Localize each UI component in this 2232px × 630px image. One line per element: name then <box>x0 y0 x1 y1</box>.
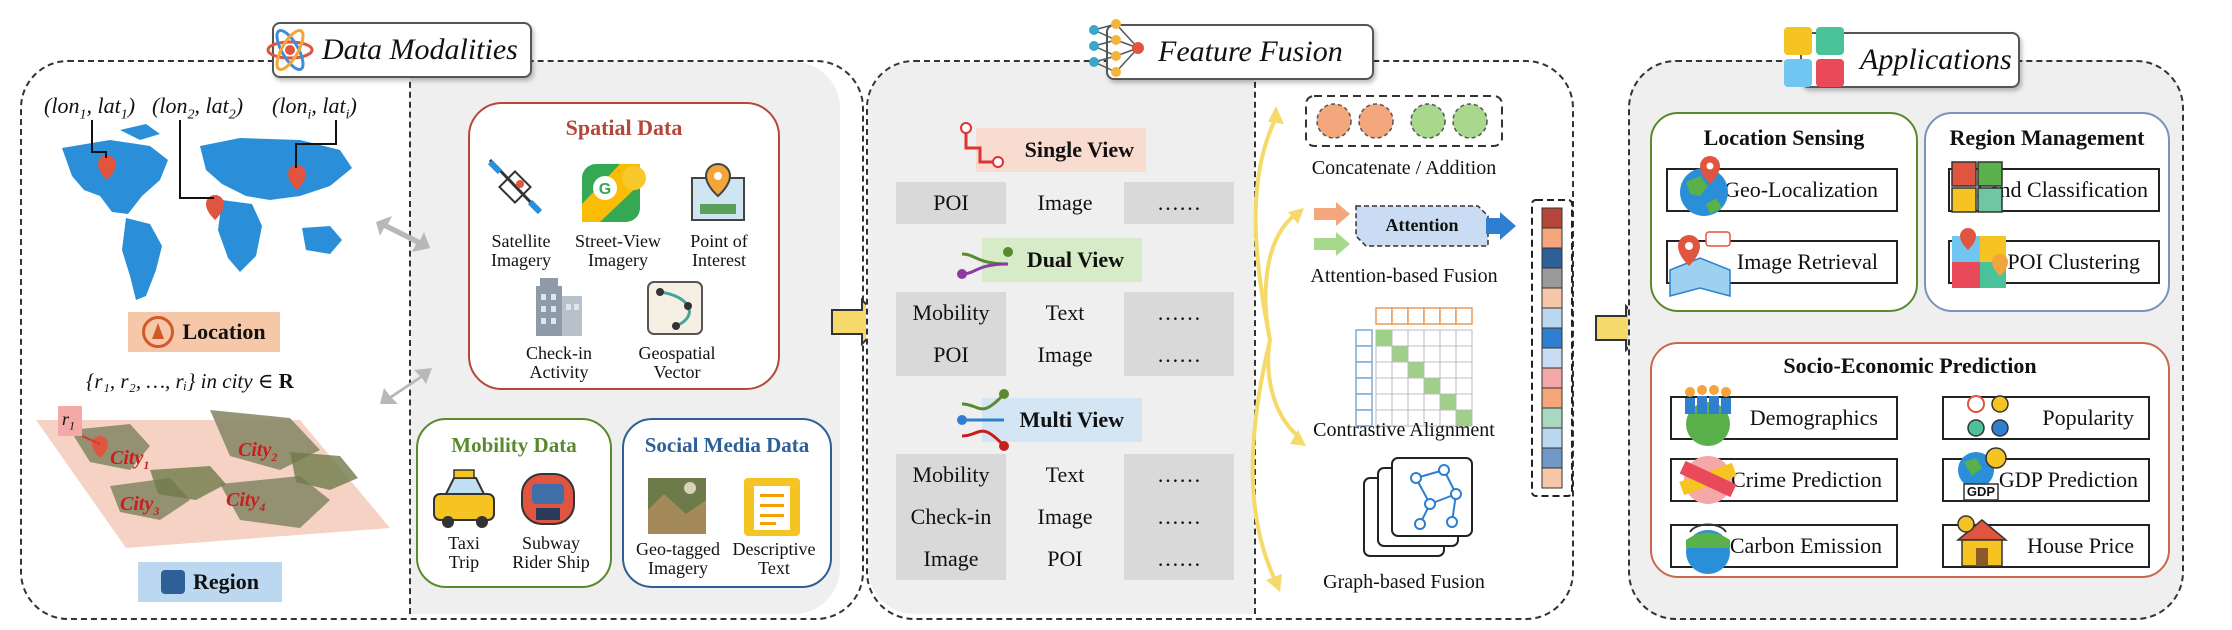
apps-grid-icon <box>1782 25 1844 87</box>
land-classification-row: Land Classification <box>1948 168 2160 212</box>
contrastive-label: Contrastive Alignment <box>1313 419 1495 441</box>
social-media-title: Social Media Data <box>644 433 810 457</box>
coord-i: (loni, lati) <box>272 93 357 123</box>
single-cell-1: Image <box>1037 190 1093 215</box>
socio-economic-title: Socio-Economic Prediction <box>1783 353 2037 378</box>
city2-label: City2 <box>238 439 278 464</box>
coord-2: (lon2, lat2) <box>152 93 244 123</box>
region-set: {r₁, r₂, …, rᵢ} in city ∈ R <box>86 369 294 393</box>
multi-cell-1-2: …… <box>1124 496 1234 538</box>
region-management-title: Region Management <box>1949 125 2145 150</box>
image-retrieval-row: Image Retrieval <box>1666 240 1898 284</box>
attention-label: Attention-based Fusion <box>1310 265 1498 287</box>
multi-cell-0-2: …… <box>1124 454 1234 496</box>
data-modalities-title: Data Modalities <box>322 33 518 66</box>
region-label: Region <box>138 562 282 602</box>
r1-label: r1 <box>62 409 76 433</box>
multi-cell-2-0: Image <box>896 538 1006 580</box>
feature-fusion-title-tab: Feature Fusion <box>1089 19 1374 80</box>
compass-icon <box>142 316 175 348</box>
location-label: Location <box>128 312 280 352</box>
city3-label: City3 <box>120 493 160 518</box>
crime-prediction-row: Crime Prediction <box>1670 458 1898 502</box>
attention-box-label: Attention <box>1385 215 1459 235</box>
multi-cell-2-2: …… <box>1124 538 1234 580</box>
graph-label: Graph-based Fusion <box>1323 571 1485 593</box>
popularity-row: Popularity <box>1942 396 2150 440</box>
city4-label: City4 <box>226 489 266 514</box>
demographics-row: Demographics <box>1670 396 1898 440</box>
dual-cell-0-2: …… <box>1124 292 1234 334</box>
concat-label: Concatenate / Addition <box>1311 157 1497 179</box>
mobility-data-title: Mobility Data <box>451 433 577 457</box>
single-cell-0: POI <box>896 182 1006 224</box>
carbon-emission-row: Carbon Emission <box>1670 524 1898 568</box>
location-sensing-title: Location Sensing <box>1703 125 1865 150</box>
network-icon <box>1086 19 1144 78</box>
feature-fusion-title: Feature Fusion <box>1158 35 1343 68</box>
dual-cell-1-2: …… <box>1124 334 1234 376</box>
poi-clustering-row: POI Clustering <box>1948 240 2160 284</box>
house-price-row: House Price <box>1942 524 2150 568</box>
multi-cell-0-1: Text <box>1045 462 1085 487</box>
dual-cell-1-0: POI <box>896 334 1006 376</box>
spatial-data-box <box>468 102 780 390</box>
dual-view-header: Dual View <box>982 238 1142 282</box>
geo-localization-row: Geo-Localization <box>1666 168 1898 212</box>
region-map-icon <box>161 570 185 594</box>
applications-title-tab: Applications <box>1784 27 2020 88</box>
multi-cell-0-0: Mobility <box>896 454 1006 496</box>
single-cell-2: …… <box>1124 182 1234 224</box>
coord-1: (lon1, lat1) <box>44 93 136 123</box>
dual-cell-0-1: Text <box>1045 300 1085 325</box>
multi-view-header: Multi View <box>982 398 1142 442</box>
single-view-header: Single View <box>976 128 1146 172</box>
spatial-data-title: Spatial Data <box>565 115 683 140</box>
data-modalities-title-tab: Data Modalities <box>266 22 532 78</box>
multi-cell-1-0: Check-in <box>896 496 1006 538</box>
data-modalities-divider <box>409 62 411 614</box>
multi-cell-2-1: POI <box>1047 546 1083 571</box>
city1-label: City1 <box>110 447 150 472</box>
feature-fusion-divider <box>1254 62 1256 614</box>
multi-cell-1-1: Image <box>1037 504 1093 529</box>
gdp-badge: GDP <box>1966 484 1996 499</box>
dual-cell-1-1: Image <box>1037 342 1093 367</box>
applications-title: Applications <box>1860 43 2012 76</box>
dual-cell-0-0: Mobility <box>896 292 1006 334</box>
atom-icon <box>264 24 318 76</box>
